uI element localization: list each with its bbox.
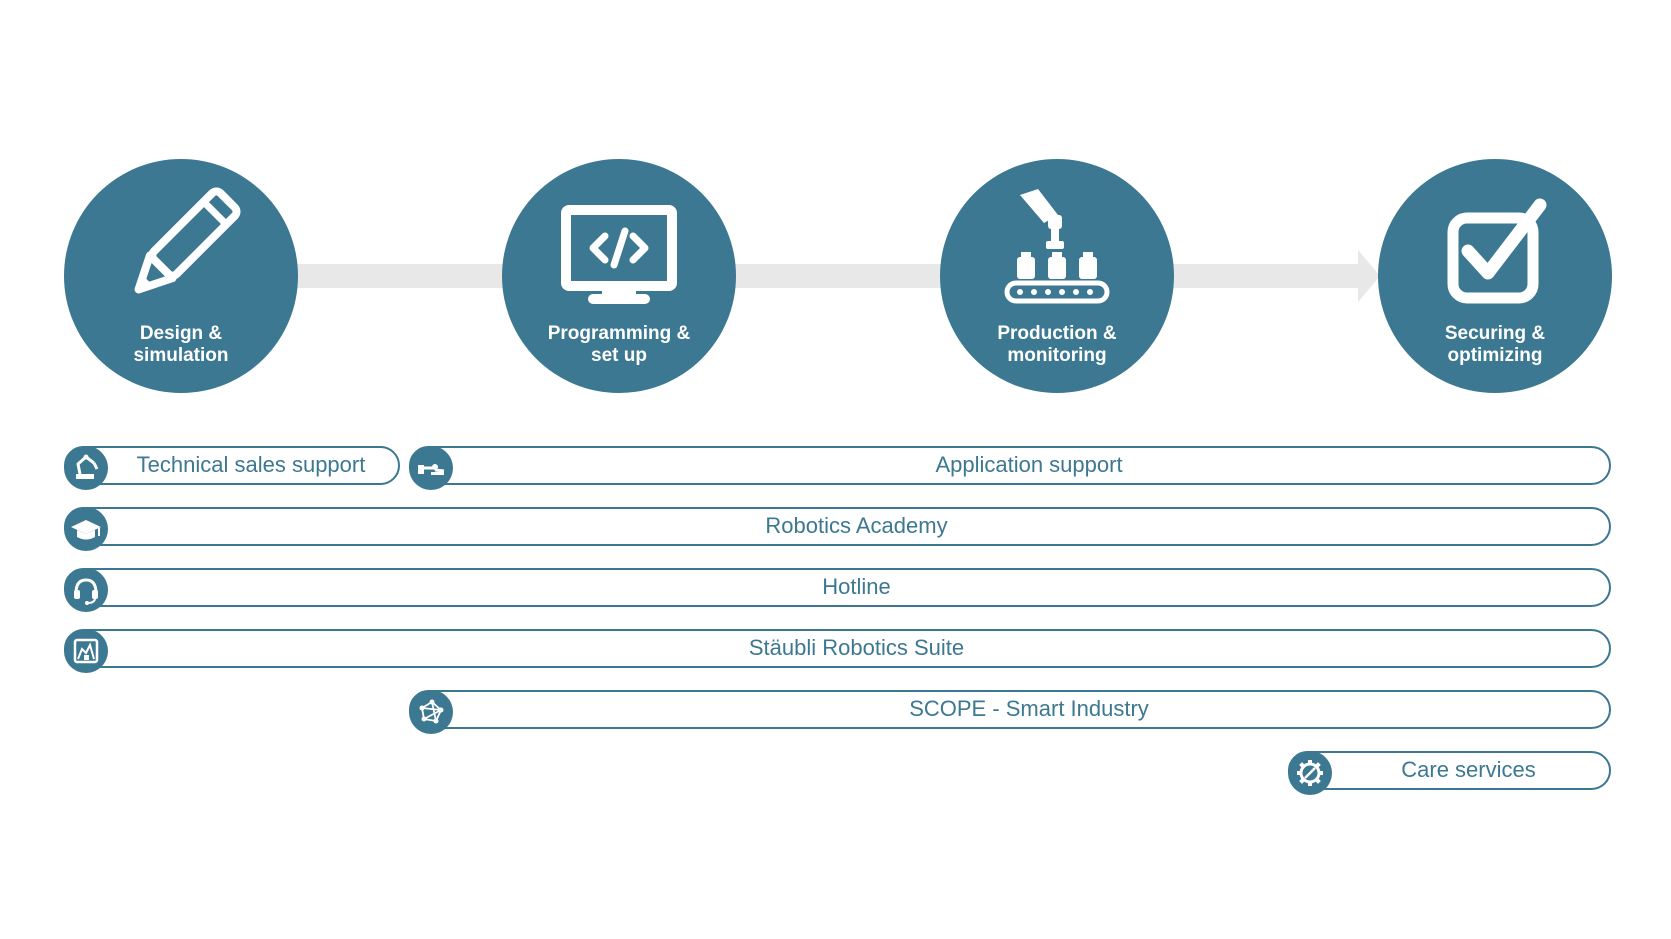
- service-label: Technical sales support: [136, 452, 366, 477]
- robot-conveyor-icon: [1004, 189, 1110, 304]
- service-label: Hotline: [822, 574, 891, 599]
- stage-securing-optimizing: Securing & optimizing: [1378, 159, 1612, 393]
- stage-design-simulation: Design & simulation: [64, 159, 298, 393]
- robot-tool-icon: [408, 445, 453, 490]
- service-application-support: Application support: [408, 445, 1611, 490]
- service-label: Robotics Academy: [765, 513, 948, 538]
- headset-icon: [63, 567, 108, 612]
- gear-wrench-icon: [1287, 750, 1332, 795]
- stage-programming-setup: Programming & set up: [502, 159, 736, 393]
- service-care-services: Care services: [1287, 750, 1611, 795]
- pencil-icon: [134, 187, 241, 294]
- monitor-code-icon: [561, 205, 677, 304]
- service-technical-sales-support: Technical sales support: [63, 445, 400, 490]
- network-icon: [408, 689, 453, 734]
- stage-label: Design & simulation: [133, 323, 229, 366]
- service-label: Application support: [935, 452, 1123, 477]
- stage-label: Production & monitoring: [997, 323, 1117, 366]
- graduation-cap-icon: [63, 506, 108, 551]
- robot-arm-icon: [63, 445, 108, 490]
- stage-production-monitoring: Production & monitoring: [940, 159, 1174, 393]
- service-label: SCOPE - Smart Industry: [909, 696, 1149, 721]
- service-robotics-academy: Robotics Academy: [63, 506, 1611, 551]
- service-hotline: Hotline: [63, 567, 1611, 612]
- service-scope-smart-industry: SCOPE - Smart Industry: [408, 689, 1611, 734]
- stage-label: Programming & set up: [547, 323, 691, 366]
- stage-label: Securing & optimizing: [1444, 323, 1546, 366]
- service-staubli-robotics-suite: Stäubli Robotics Suite: [63, 628, 1611, 673]
- software-suite-icon: [63, 628, 108, 673]
- service-label: Care services: [1401, 757, 1536, 782]
- checkbox-icon: [1447, 198, 1547, 304]
- service-label: Stäubli Robotics Suite: [748, 635, 965, 660]
